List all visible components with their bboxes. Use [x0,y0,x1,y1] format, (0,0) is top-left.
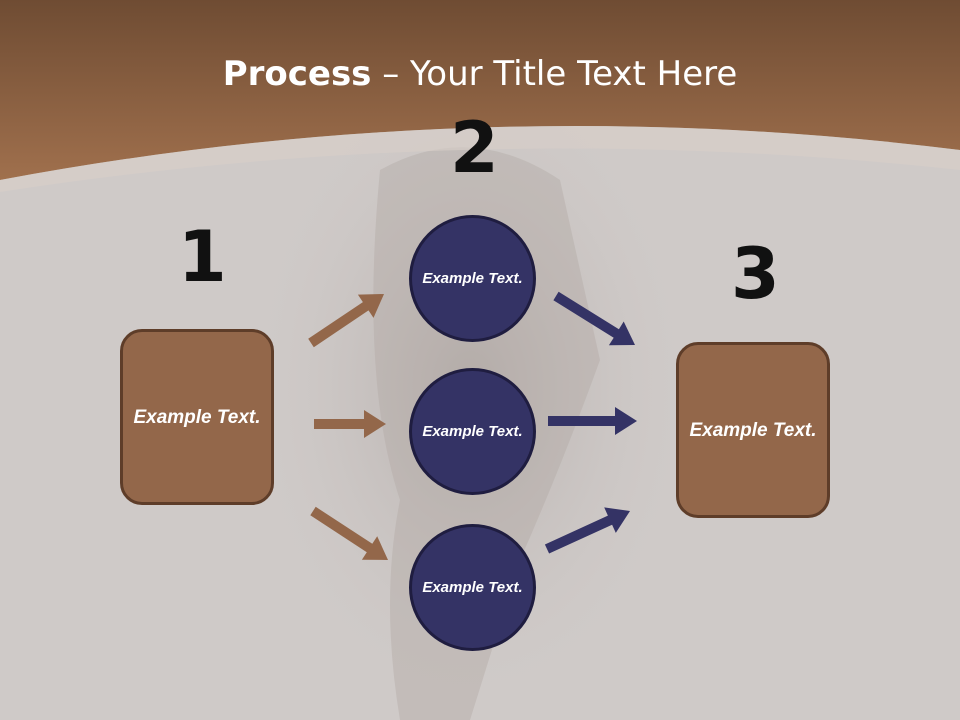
circle-bottom-label: Example Text. [422,579,523,596]
circle-top-label: Example Text. [422,270,523,287]
right-box-label: Example Text. [689,419,817,441]
process-circle-bottom: Example Text. [409,524,536,651]
left-box-label: Example Text. [133,406,261,428]
slide-title: Process – Your Title Text Here [0,54,960,94]
step-number-2: 2 [450,107,499,189]
title-bold: Process [222,54,372,94]
process-circle-middle: Example Text. [409,368,536,495]
step-number-3: 3 [731,233,780,315]
title-rest: – Your Title Text Here [371,54,738,94]
process-circle-top: Example Text. [409,215,536,342]
step-number-1: 1 [178,216,227,298]
left-process-box: Example Text. [120,329,274,505]
right-process-box: Example Text. [676,342,830,518]
circle-middle-label: Example Text. [422,423,523,440]
